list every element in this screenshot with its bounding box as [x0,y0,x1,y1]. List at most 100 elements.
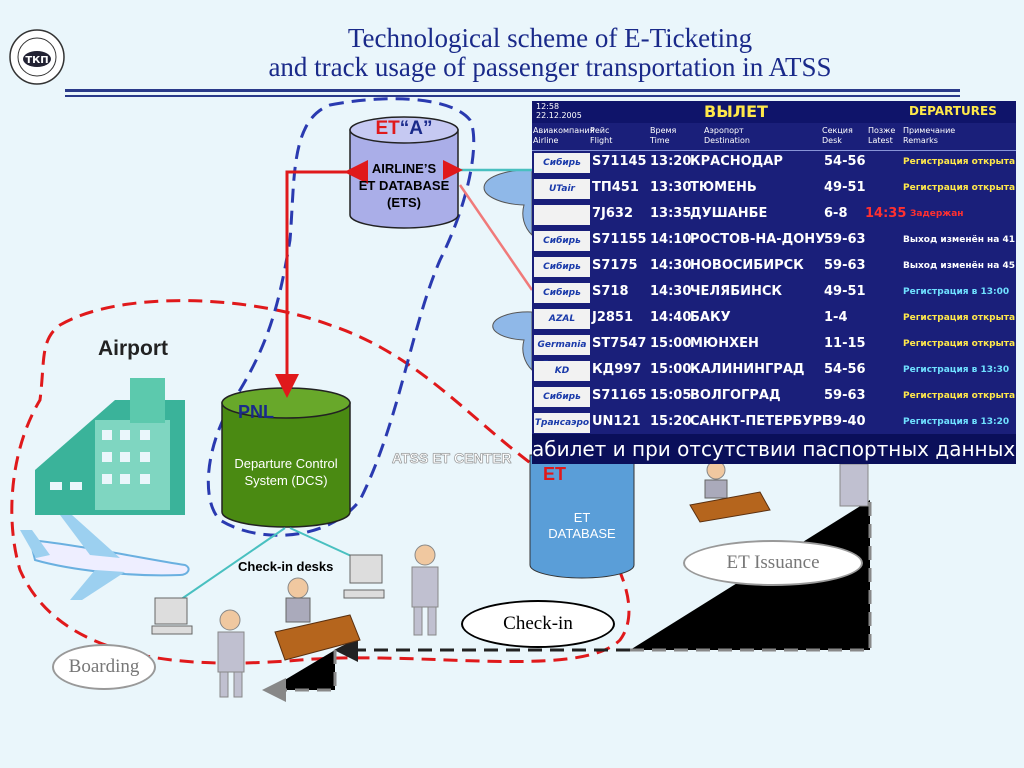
airline-logo: AZAL [534,309,590,329]
board-column-header-en: Desk [822,136,842,145]
et-db-line-2: DATABASE [548,526,616,541]
destination: ВОЛГОГРАД [690,388,781,403]
board-column-header-en: Latest [868,136,893,145]
remark: Регистрация в 13:00 [903,287,1010,297]
board-column-header-en: Flight [590,136,613,145]
check-in-desk: 6-8 [824,206,848,221]
board-title-en: DEPARTURES [909,104,997,118]
departure-time: 13:20 [650,154,692,169]
board-column-header-ru: Рейс [590,126,610,135]
airline-logo: Сибирь [534,387,590,407]
airline-db-line-3: (ETS) [387,195,421,210]
title-line-2: and track usage of passenger transportat… [268,52,832,82]
destination: РОСТОВ-НА-ДОНУ [690,232,826,247]
airport-building-icon [35,378,185,515]
check-in-desk: 1-4 [824,310,848,325]
airline-logo: KD [534,361,590,381]
check-in-desk: 59-63 [824,258,866,273]
departure-time: 14:10 [650,232,692,247]
remark: Регистрация в 13:20 [903,417,1010,427]
destination: МЮНХЕН [690,336,759,351]
slide-title: Technological scheme of E-Ticketing and … [150,24,950,82]
destination: НОВОСИБИРСК [690,258,804,273]
check-in-desk: 54-56 [824,362,866,377]
checkin-agent-desk-icon [274,577,361,661]
departure-time: 14:30 [650,258,692,273]
board-top-bar: 12:58 22.12.2005 ВЫЛЕТ DEPARTURES [532,101,1016,123]
board-column-header-ru: Позже [868,126,896,135]
airline-et-database-cylinder [349,116,459,229]
flight-number: S7175 [592,258,638,273]
person-icon-1 [217,609,245,698]
issuance-agent-desk-icon [689,460,869,523]
airline-db-label: AIRLINE’S ET DATABASE (ETS) [350,160,458,211]
et-db-label: ET DATABASE [530,510,634,542]
departure-time: 15:05 [650,388,692,403]
latest-time: 14:35 [865,206,907,221]
destination: КАЛИНИНГРАД [690,362,805,377]
board-column-header-ru: Авиакомпания [533,126,595,135]
board-column-header-ru: Время [650,126,677,135]
airline-db-line-2: ET DATABASE [358,178,450,193]
remark: Задержан [910,209,964,219]
check-in-desk: 49-51 [824,284,866,299]
destination: ЧЕЛЯБИНСК [690,284,783,299]
board-title-ru: ВЫЛЕТ [704,102,768,121]
airline-logo: Трансаэро [534,413,590,433]
organization-logo: ТКП [8,28,66,86]
checkin-oval: Check-in [461,600,615,648]
check-in-desk: 11-15 [824,336,866,351]
flight-number: S718 [592,284,629,299]
dcs-line-2: System (DCS) [244,473,328,488]
board-column-header-ru: Примечание [903,126,956,135]
dcs-database-cylinder [221,387,351,528]
check-in-desk: 54-56 [824,154,866,169]
board-column-header-en: Airline [533,136,559,145]
airport-label: Airport [98,337,168,360]
airline-db-tag-a: “A” [399,118,433,139]
board-clock-date: 22.12.2005 [536,111,582,120]
remark: Регистрация открыта [903,391,1016,401]
remark: Регистрация открыта [903,183,1016,193]
check-in-desk: 49-51 [824,180,866,195]
airline-logo [534,205,590,225]
board-clock: 12:58 22.12.2005 [536,102,582,120]
check-in-desk: 59-63 [824,388,866,403]
destination: КРАСНОДАР [690,154,783,169]
departure-time: 15:00 [650,362,692,377]
logo-text: ТКП [25,55,48,66]
board-ticker: абилет и при отсутствии паспортных данны… [532,434,1016,464]
title-divider [65,89,960,92]
flight-number: S71155 [592,232,647,247]
check-in-desk: 59-63 [824,232,866,247]
airline-logo: Сибирь [534,283,590,303]
dcs-tag: PNL [238,402,274,422]
departures-board: 12:58 22.12.2005 ВЫЛЕТ DEPARTURES Авиако… [532,101,1016,464]
flight-number: S71145 [592,154,647,169]
board-row: Germania ExpressST754715:00МЮНХЕН11-15Ре… [532,332,1016,370]
departure-time: 14:40 [650,310,692,325]
destination: ТЮМЕНЬ [690,180,757,195]
airline-boundary [206,97,476,537]
flight-number: J2851 [592,310,634,325]
atss-center-label: ATSS ET CENTER [392,450,512,467]
et-issuance-oval: ET Issuance [683,540,863,586]
departure-time: 15:20 [650,414,692,429]
remark: Выход изменён на 45 [903,261,1016,271]
airline-logo: UTair [534,179,590,199]
